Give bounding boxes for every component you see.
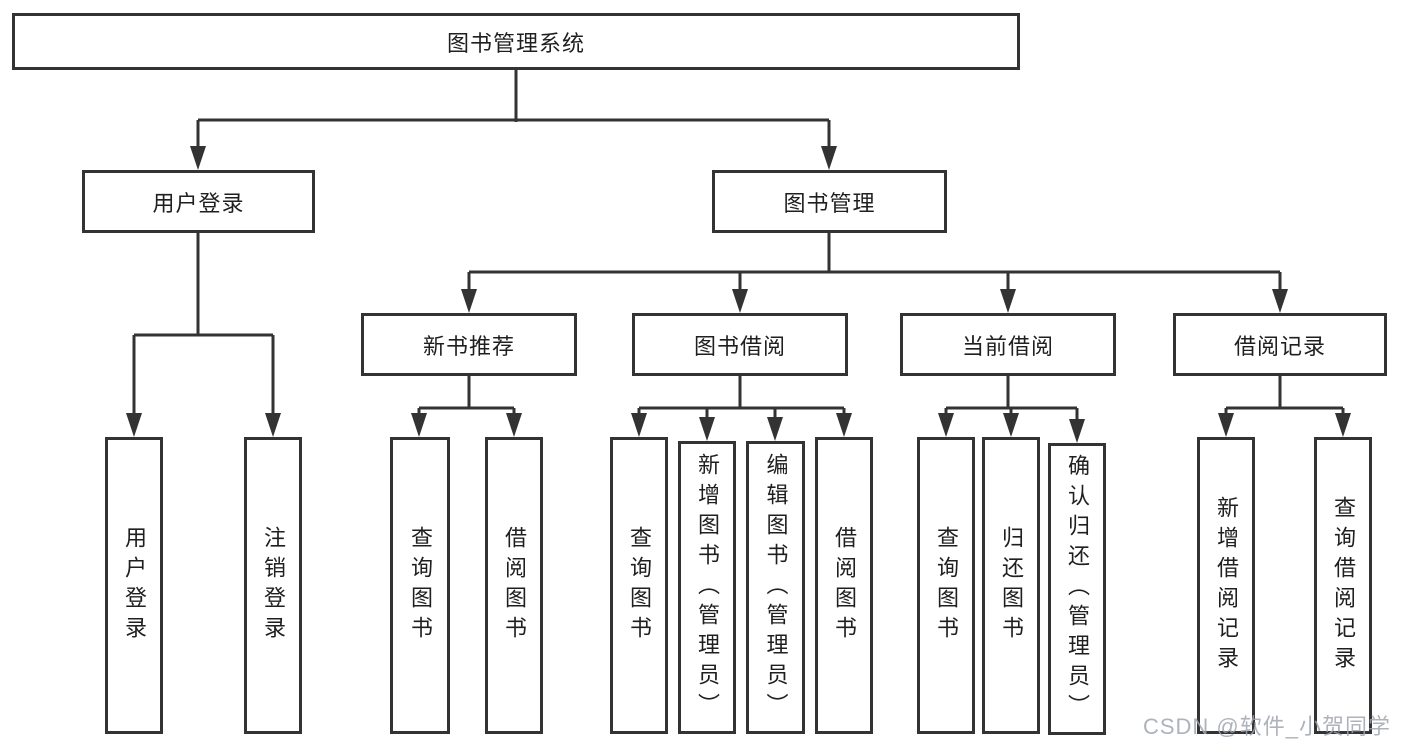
node-label: 图书管理系统 — [446, 30, 585, 56]
leaf-label: 借阅图书 — [832, 525, 857, 646]
leaf-borrow-books: 借阅图书 — [815, 437, 873, 734]
leaf-edit-books-admin: 编辑图书（管理员） — [746, 441, 805, 734]
leaf-label: 新增图书（管理员） — [695, 452, 720, 723]
node-label: 当前借阅 — [961, 333, 1054, 359]
leaf-label: 归还图书 — [999, 525, 1024, 646]
watermark: CSDN @软件_小贺同学 — [1142, 714, 1391, 739]
node-current-borrowing: 当前借阅 — [900, 313, 1116, 376]
node-new-book-recommend: 新书推荐 — [361, 313, 577, 376]
node-user-login: 用户登录 — [82, 170, 315, 233]
node-label: 借阅记录 — [1233, 333, 1326, 359]
leaf-query-books-current: 查询图书 — [917, 437, 975, 734]
leaf-query-books-borrowing: 查询图书 — [610, 437, 668, 734]
node-book-borrowing: 图书借阅 — [632, 313, 848, 376]
node-borrow-records: 借阅记录 — [1173, 313, 1387, 376]
leaf-label: 借阅图书 — [502, 525, 527, 646]
leaf-borrow-books-recommend: 借阅图书 — [485, 437, 543, 734]
leaf-query-books-recommend: 查询图书 — [390, 437, 450, 734]
node-label: 用户登录 — [152, 190, 245, 216]
leaf-label: 查询图书 — [408, 525, 433, 646]
leaf-confirm-return-admin: 确认归还（管理员） — [1048, 443, 1106, 735]
leaf-return-books: 归还图书 — [982, 437, 1040, 734]
leaf-add-borrow-record: 新增借阅记录 — [1197, 437, 1255, 734]
node-label: 新书推荐 — [422, 333, 515, 359]
leaf-label: 编辑图书（管理员） — [763, 452, 789, 723]
leaf-query-borrow-record: 查询借阅记录 — [1314, 437, 1372, 734]
leaf-label: 用户登录 — [122, 525, 147, 646]
leaf-label: 查询图书 — [627, 525, 652, 646]
leaf-label: 新增借阅记录 — [1214, 495, 1239, 676]
leaf-label: 确认归还（管理员） — [1065, 454, 1090, 724]
leaf-label: 查询图书 — [934, 525, 959, 646]
leaf-label: 注销登录 — [261, 525, 286, 646]
leaf-user-login: 用户登录 — [105, 437, 163, 734]
node-root-system: 图书管理系统 — [12, 13, 1020, 70]
leaf-label: 查询借阅记录 — [1331, 495, 1356, 676]
node-book-management: 图书管理 — [712, 170, 947, 233]
leaf-add-books-admin: 新增图书（管理员） — [678, 441, 736, 734]
node-label: 图书借阅 — [693, 333, 786, 359]
leaf-logout: 注销登录 — [244, 437, 302, 734]
node-label: 图书管理 — [783, 190, 876, 216]
arrowheads — [126, 146, 1351, 443]
